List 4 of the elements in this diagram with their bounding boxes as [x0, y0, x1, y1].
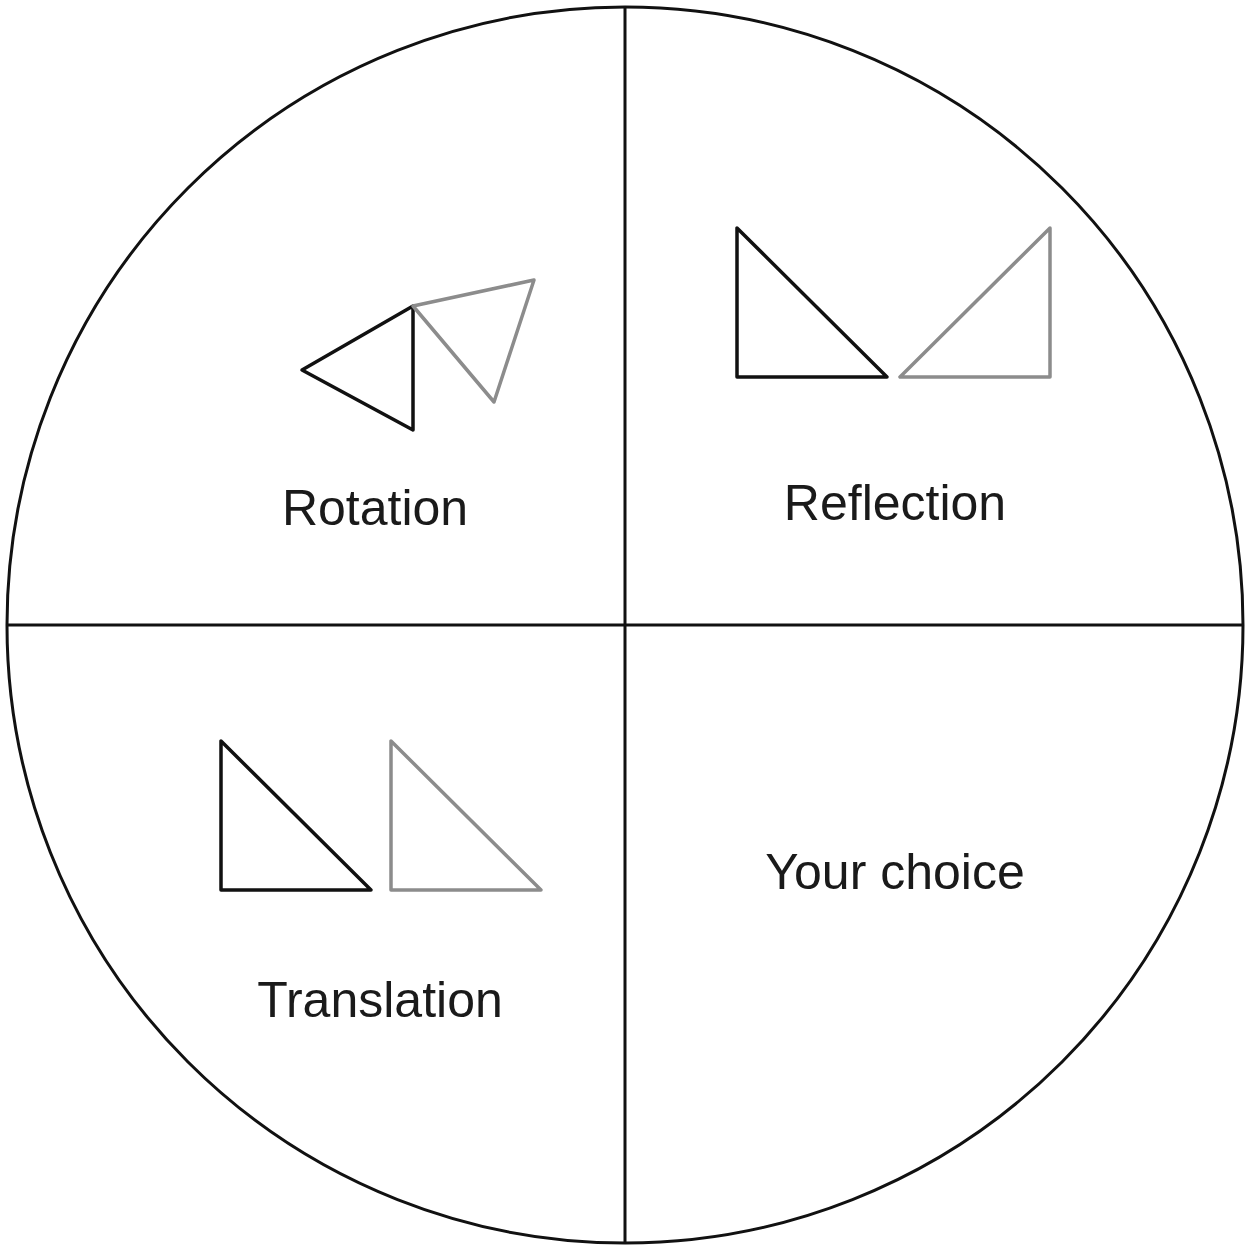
quadrant-label: Rotation [281, 479, 469, 537]
quadrant-label: Your choice [765, 843, 1025, 901]
quadrant-label: Reflection [783, 474, 1007, 532]
quadrant-label: Translation [257, 971, 503, 1029]
